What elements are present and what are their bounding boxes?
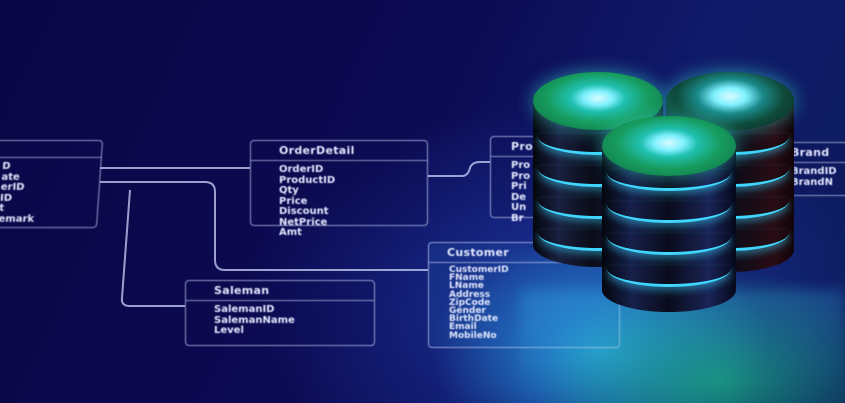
table-field: ZipCode <box>449 297 491 308</box>
table-title: Brand <box>781 143 845 163</box>
table-title: Pro <box>491 137 571 157</box>
table-field: Br <box>511 212 524 224</box>
table-field: FName <box>449 273 485 284</box>
table-field: Un <box>511 202 527 213</box>
table-title <box>0 141 103 158</box>
table-field: MobileNo <box>449 330 497 341</box>
table-field: Discount <box>279 206 329 217</box>
table-field: NetPrice <box>279 216 328 228</box>
table-field: Email <box>449 322 477 333</box>
table-field: De <box>511 191 527 203</box>
table-saleman: Saleman SalemanID SalemanName Level <box>185 280 375 346</box>
table-field: SalemanName <box>214 314 295 326</box>
table-title: OrderDetail <box>251 141 427 161</box>
table-field: t <box>0 203 5 214</box>
table-field: BirthDate <box>449 314 499 325</box>
table-field: ID <box>0 192 13 204</box>
table-field: Pro <box>511 170 531 182</box>
table-field: emark <box>0 213 35 225</box>
table-field: LName <box>449 281 484 292</box>
table-field: Gender <box>449 306 486 317</box>
table-field: Qty <box>279 185 299 196</box>
database-cylinder-front-icon <box>602 116 736 312</box>
table-field: Pri <box>511 181 527 192</box>
table-field: BrandN <box>791 176 833 188</box>
table-field: OrderID <box>279 164 324 175</box>
table-field: Pro <box>511 160 531 171</box>
table-field: Level <box>214 325 244 336</box>
table-field: BrandID <box>791 166 837 177</box>
table-left-partial: D ate erID ID t emark <box>0 140 104 228</box>
table-field: ProductID <box>279 174 336 186</box>
table-title: Saleman <box>186 281 374 301</box>
table-field: Amt <box>279 227 302 238</box>
table-field: Price <box>279 195 308 207</box>
table-field: Address <box>449 289 491 300</box>
table-field: SalemanID <box>214 304 275 315</box>
table-title: Customer <box>429 243 619 263</box>
table-order-detail: OrderDetail OrderID ProductID Qty Price … <box>250 140 428 238</box>
table-field: erID <box>0 182 25 193</box>
table-field: CustomerID <box>449 265 509 275</box>
table-field: D <box>1 161 11 172</box>
